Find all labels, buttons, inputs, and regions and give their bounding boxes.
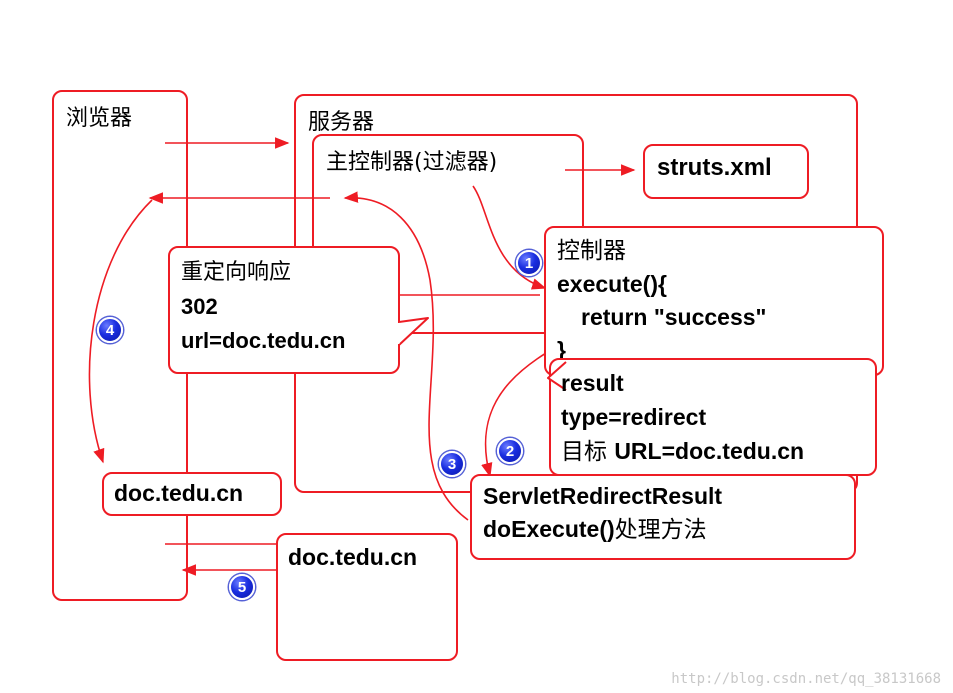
redirect-arrow-4: [88, 199, 153, 464]
servlet-redirect-box: [470, 474, 856, 560]
doc-browser-box: [102, 472, 282, 516]
watermark: http://blog.csdn.net/qq_38131668: [671, 671, 941, 687]
doc-browser-label: doc.tedu.cn: [114, 480, 244, 506]
target-label: 目标: [561, 439, 615, 465]
step-5-badge: 5: [229, 574, 255, 600]
target-url: URL=doc.tedu.cn: [614, 438, 805, 464]
servlet-redirect-text: ServletRedirectResult doExecute()处理方法: [483, 480, 722, 547]
result-box: [549, 358, 877, 476]
step-4-badge: 4: [97, 317, 123, 343]
redirect-url: url=doc.tedu.cn: [181, 328, 346, 353]
dispatch-arrow-1: [472, 185, 547, 290]
result-label: result: [561, 370, 624, 396]
controller-box: [544, 226, 884, 376]
controller-title: 控制器: [557, 238, 626, 264]
redirect-response-text: 重定向响应 302 url=doc.tedu.cn: [181, 256, 345, 358]
doc-server-box: [276, 533, 458, 661]
controller-text: 控制器 execute(){ return "success" }: [557, 235, 766, 367]
struts-xml-box: [643, 144, 809, 199]
result-type: type=redirect: [561, 404, 707, 430]
return-statement: return "success": [581, 304, 767, 330]
step-1-badge: 1: [516, 250, 542, 276]
handler-label: 处理方法: [614, 517, 707, 543]
execute-signature: execute(){: [557, 271, 667, 297]
result-text: result type=redirect 目标 URL=doc.tedu.cn: [561, 366, 804, 469]
server-title: 服务器: [308, 110, 375, 135]
do-execute-method: doExecute(): [483, 516, 615, 542]
main-controller-title: 主控制器(过滤器): [326, 150, 498, 175]
step-2-badge: 2: [497, 438, 523, 464]
closing-brace: }: [557, 337, 566, 363]
redirect-response-box: [168, 246, 400, 374]
redirect-response-label: 重定向响应: [181, 260, 292, 285]
step-3-badge: 3: [439, 451, 465, 477]
status-code: 302: [181, 294, 218, 319]
struts-xml-label: struts.xml: [657, 154, 772, 181]
doc-server-label: doc.tedu.cn: [288, 544, 418, 570]
return-arrow-3: [343, 191, 469, 521]
browser-title: 浏览器: [66, 106, 133, 131]
servlet-redirect-class: ServletRedirectResult: [483, 483, 723, 509]
